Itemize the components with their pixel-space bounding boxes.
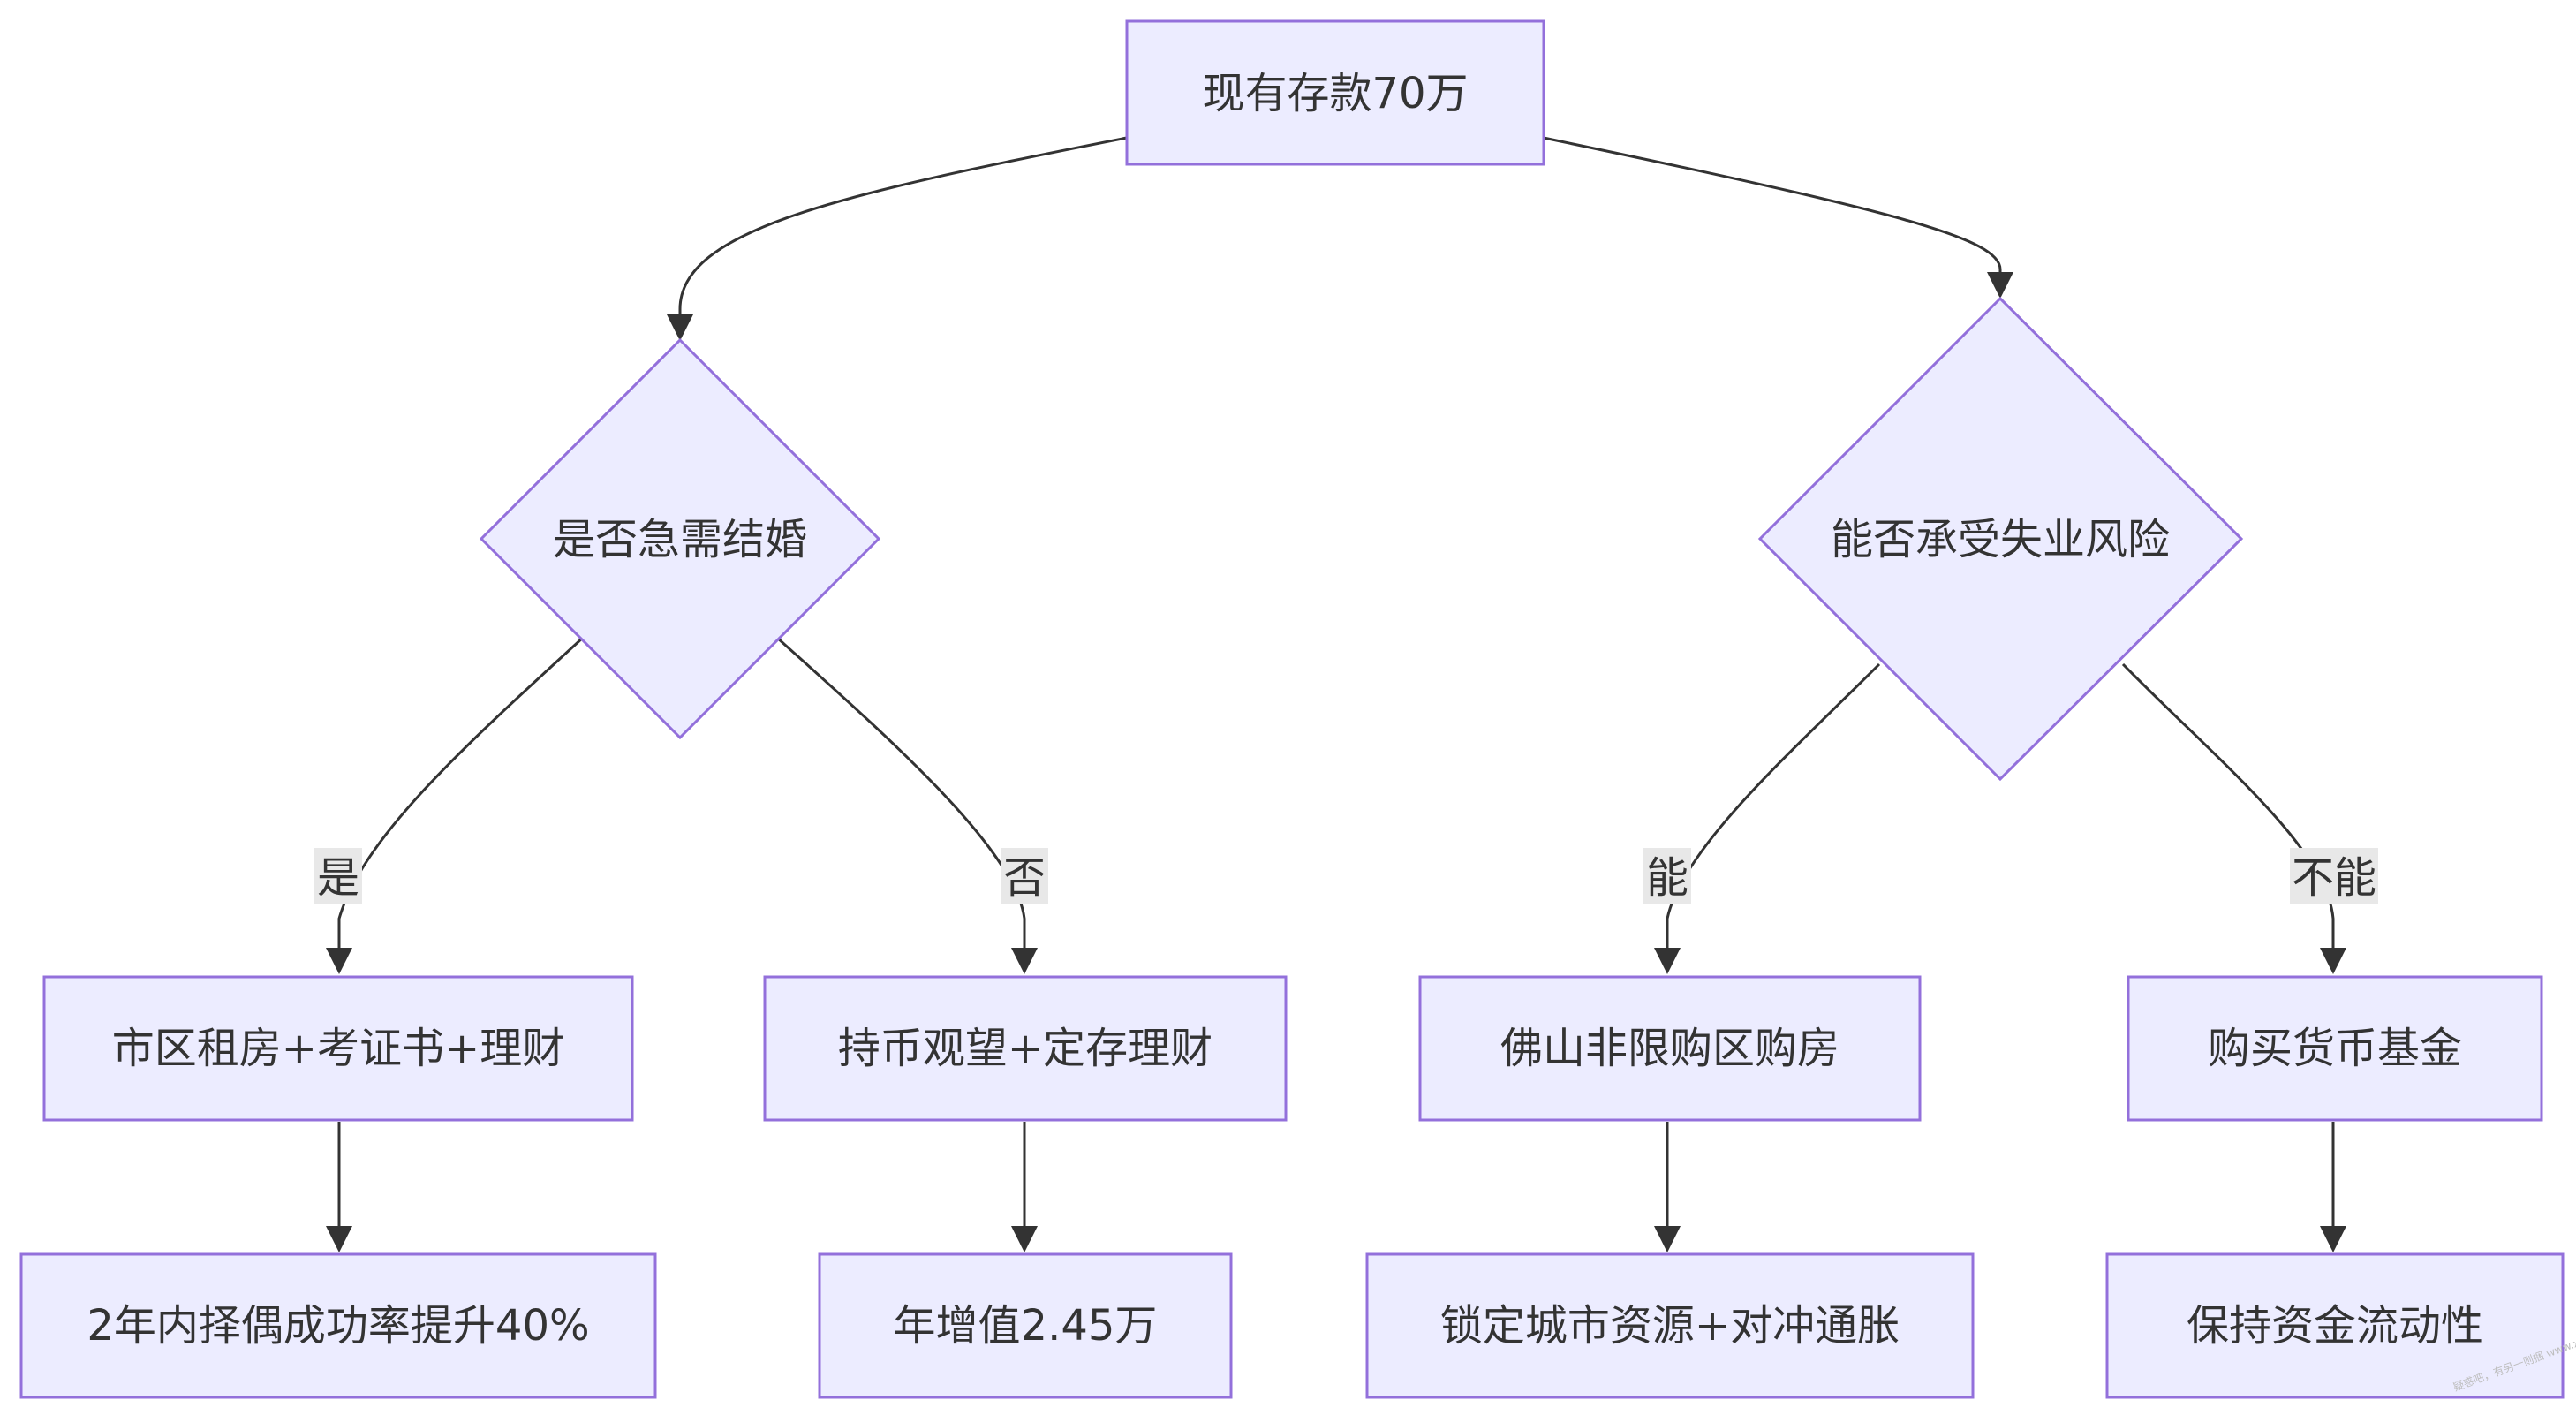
node-money-fund: 购买货币基金	[2127, 975, 2543, 1122]
edge-label-yes: 是	[314, 848, 362, 904]
svg-text:现有存款70万: 现有存款70万	[1202, 69, 1468, 118]
svg-text:年增值2.45万: 年增值2.45万	[894, 1301, 1158, 1351]
edge-marriage-yes	[326, 636, 585, 974]
svg-text:市区租房+考证书+理财: 市区租房+考证书+理财	[112, 1024, 564, 1073]
node-annual-gain: 年增值2.45万	[818, 1252, 1233, 1399]
svg-text:不能: 不能	[2292, 853, 2376, 903]
svg-text:锁定城市资源+对冲通胀: 锁定城市资源+对冲通胀	[1440, 1301, 1900, 1351]
svg-text:是: 是	[317, 853, 359, 903]
edge-unemployment-cannot	[2121, 662, 2346, 974]
edge-unemployment-can	[1654, 662, 1881, 974]
svg-text:保持资金流动性: 保持资金流动性	[2187, 1301, 2483, 1351]
svg-text:2年内择偶成功率提升40%: 2年内择偶成功率提升40%	[87, 1301, 589, 1351]
decision-marriage: 是否急需结婚	[479, 337, 881, 740]
decision-unemployment: 能否承受失业风险	[1757, 296, 2244, 782]
node-rent: 市区租房+考证书+理财	[42, 975, 634, 1122]
node-hold: 持币观望+定存理财	[763, 975, 1288, 1122]
edge-label-can: 能	[1643, 848, 1691, 904]
svg-text:能否承受失业风险: 能否承受失业风险	[1831, 515, 2170, 564]
svg-text:佛山非限购区购房: 佛山非限购区购房	[1500, 1024, 1839, 1073]
svg-text:持币观望+定存理财: 持币观望+定存理财	[838, 1024, 1212, 1073]
node-buy-foshan: 佛山非限购区购房	[1418, 975, 1922, 1122]
edge-marriage-no	[775, 636, 1038, 974]
node-marriage-rate: 2年内择偶成功率提升40%	[19, 1252, 657, 1399]
svg-text:是否急需结婚: 是否急需结婚	[553, 515, 807, 564]
svg-text:购买货币基金: 购买货币基金	[2208, 1024, 2462, 1073]
svg-text:能: 能	[1646, 853, 1688, 903]
node-root: 现有存款70万	[1125, 19, 1545, 166]
edge-label-cannot: 不能	[2290, 848, 2378, 904]
edge-root-to-marriage	[667, 136, 1128, 341]
node-liquidity: 保持资金流动性	[2105, 1252, 2565, 1399]
edge-root-to-unemployment	[1543, 136, 2013, 299]
node-lock-city: 锁定城市资源+对冲通胀	[1365, 1252, 1975, 1399]
edge-label-no: 否	[1001, 848, 1048, 904]
svg-text:否: 否	[1003, 853, 1046, 903]
